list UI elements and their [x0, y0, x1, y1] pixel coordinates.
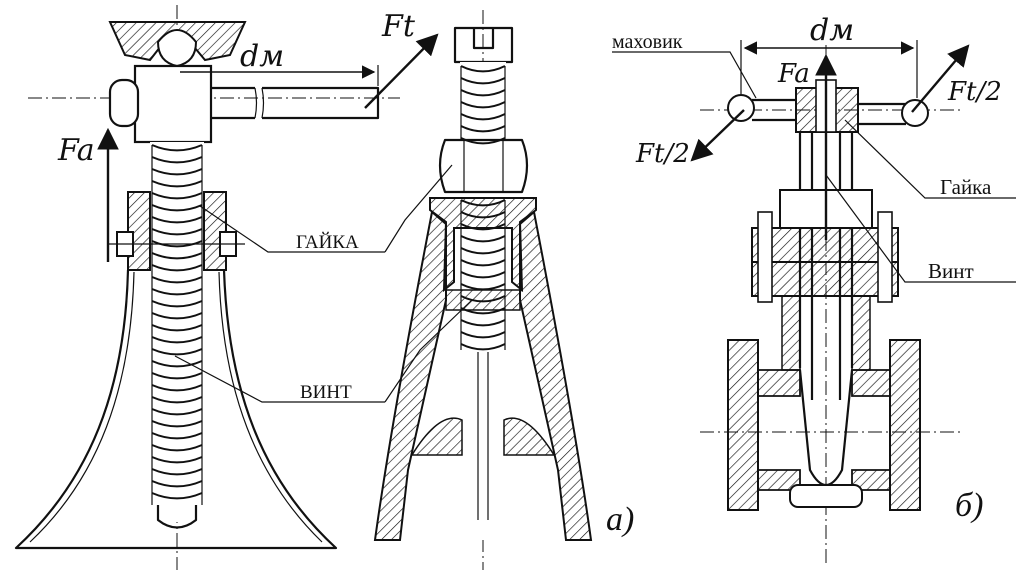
tangential-half-force-left-label: Ft/2: [635, 139, 690, 169]
axial-force-label: Fa: [57, 133, 95, 168]
section-hex-nut: [438, 138, 529, 194]
valve-body: [727, 339, 921, 511]
caption-part-a: а): [606, 501, 634, 538]
nut-label-a: ГАЙКА: [296, 232, 359, 253]
jack-body: [14, 269, 338, 550]
tangential-force-label: Ft: [381, 9, 416, 44]
part-a-screw-jack: Fa dм Ft ГАЙКА ВИНТ: [14, 5, 439, 570]
jack-top-cup: [108, 21, 247, 68]
jack-screw-shaft: [150, 142, 204, 529]
tangential-force-arrow: [364, 33, 439, 109]
jack-nut: [108, 191, 245, 271]
mean-diameter-label: dм: [240, 39, 284, 74]
caption-part-b: б): [955, 487, 983, 524]
jack-handle-bar: [211, 86, 380, 120]
part-a-jack-section: [373, 10, 593, 570]
screw-label-b: Винт: [928, 259, 974, 283]
tangential-half-force-left-arrow: [690, 109, 745, 162]
jack-head-block: [133, 64, 213, 144]
handle-knob: [108, 78, 140, 128]
part-b-gate-valve: dм маховик Fa Ft/2 Ft/2 Гайка Винт: [612, 13, 1016, 565]
handwheel: [727, 79, 929, 133]
section-stand: [429, 197, 537, 293]
valve-mean-diameter-label: dм: [810, 13, 854, 48]
tangential-half-force-right-arrow: [911, 44, 970, 113]
valve-axial-force-label: Fa: [777, 59, 810, 89]
nut-label-b: Гайка: [940, 175, 992, 199]
tangential-half-force-right-label: Ft/2: [947, 77, 1002, 107]
handwheel-label: маховик: [612, 31, 683, 53]
screw-label-a: ВИНТ: [300, 382, 352, 403]
